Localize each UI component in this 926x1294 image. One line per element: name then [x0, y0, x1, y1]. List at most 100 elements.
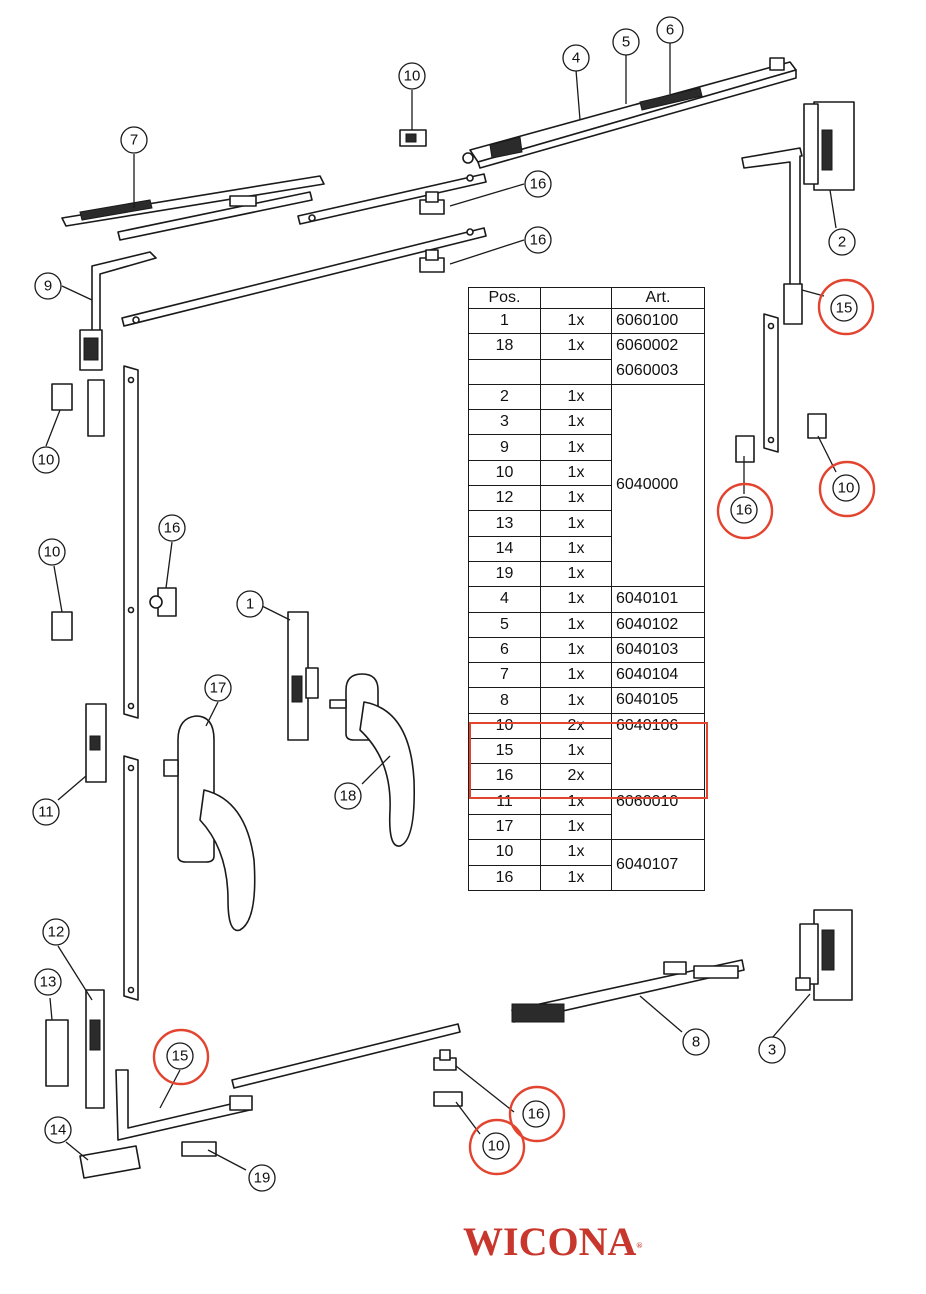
svg-text:5: 5	[622, 34, 630, 51]
header-art: Art.	[611, 287, 705, 309]
cell-pos: 10	[468, 712, 541, 740]
callout-10-left-a: 10	[32, 446, 60, 474]
svg-text:8: 8	[692, 1034, 700, 1051]
part-18-handle	[329, 673, 416, 847]
svg-text:3: 3	[768, 1042, 776, 1059]
cell-qty: 1x	[540, 434, 612, 461]
table-row: 8 1x 6040105	[468, 687, 705, 714]
cell-art: 6040105	[611, 687, 705, 714]
cell-pos: 2	[468, 383, 541, 411]
table-row: 10 1x 6040107	[468, 839, 705, 891]
part-14	[79, 1145, 141, 1179]
callout-16-left: 16	[158, 514, 186, 542]
cell-qty: 1x	[540, 383, 612, 411]
callout-12: 12	[42, 918, 70, 946]
svg-text:15: 15	[172, 1048, 189, 1065]
cell-art: 6060010	[611, 788, 705, 841]
article-number: 6040102	[616, 615, 679, 633]
cell-pos: 10	[468, 839, 541, 866]
highlight-ring-10-bottom	[468, 1118, 526, 1176]
bottom-corner-15	[115, 1069, 253, 1141]
highlight-rings	[152, 278, 876, 1176]
svg-text:10: 10	[404, 68, 421, 85]
callout-16-top-b: 16	[524, 226, 552, 254]
article-number: 6040106	[616, 716, 679, 734]
svg-text:16: 16	[528, 1106, 545, 1123]
cell-pos: 3	[468, 409, 541, 436]
part-16-top-a	[419, 191, 445, 215]
callout-3: 3	[758, 1036, 786, 1064]
cell-pos	[468, 358, 541, 385]
cell-qty: 1x	[540, 485, 612, 512]
cell-art: 6040106	[611, 712, 705, 790]
svg-text:1: 1	[246, 596, 254, 613]
callout-16-top-a: 16	[524, 170, 552, 198]
article-number: 6040105	[616, 691, 679, 709]
cell-qty: 1x	[540, 864, 612, 891]
part-3-hinge	[795, 909, 853, 1001]
svg-text:7: 7	[130, 132, 138, 149]
cell-pos: 11	[468, 788, 541, 815]
article-number: 6060100	[616, 312, 679, 329]
callout-7: 7	[120, 126, 148, 154]
bottom-long-bar	[231, 1023, 461, 1089]
cell-pos: 18	[468, 333, 541, 360]
cell-qty: 1x	[540, 813, 612, 841]
article-number: 6040103	[616, 640, 679, 658]
part-10-bottom	[433, 1091, 463, 1107]
callout-13: 13	[34, 968, 62, 996]
table-row: 2 1x 6040000	[468, 383, 705, 588]
long-bar	[121, 227, 487, 327]
cell-pos: 19	[468, 560, 541, 588]
vertical-bar-left-upper	[123, 365, 139, 719]
table-row: 18 1x 6060002 6060003	[468, 333, 705, 385]
part-8-bar	[511, 959, 745, 1023]
cell-qty: 1x	[540, 333, 612, 360]
svg-text:9: 9	[44, 278, 52, 295]
callout-8: 8	[682, 1028, 710, 1056]
part-16-right	[735, 435, 755, 463]
part-2-hinge	[803, 101, 855, 191]
cell-qty: 1x	[540, 459, 612, 487]
cell-qty: 1x	[540, 636, 612, 664]
vertical-bar-left-lower	[123, 755, 139, 1001]
svg-text:10: 10	[488, 1138, 505, 1155]
part-17-handle	[163, 715, 256, 932]
callout-16-right: 16	[730, 496, 758, 524]
cell-qty: 1x	[540, 687, 612, 714]
part-11	[85, 703, 107, 783]
cell-pos: 15	[468, 738, 541, 765]
svg-text:16: 16	[530, 232, 547, 249]
cell-qty: 1x	[540, 586, 612, 613]
cell-pos: 4	[468, 586, 541, 613]
cell-qty: 2x	[540, 712, 612, 740]
callout-18: 18	[334, 782, 362, 810]
cell-qty	[540, 358, 612, 385]
callout-15-bottom: 15	[166, 1042, 194, 1070]
cell-art: 6040104	[611, 662, 705, 689]
cell-art: 6040107	[611, 839, 705, 891]
callout-11: 11	[32, 798, 60, 826]
highlight-ring-10-right	[818, 460, 876, 518]
callout-10-left-b: 10	[38, 538, 66, 566]
article-number: 6060003	[616, 361, 679, 379]
table-row: 6 1x 6040103	[468, 636, 705, 664]
cell-pos: 10	[468, 459, 541, 487]
callout-19: 19	[248, 1164, 276, 1192]
top-rail-part-4-5-6	[462, 57, 797, 169]
part-12	[85, 989, 105, 1109]
svg-text:10: 10	[838, 480, 855, 497]
callout-6: 6	[656, 16, 684, 44]
callout-10-top: 10	[398, 62, 426, 90]
cell-pos: 17	[468, 813, 541, 841]
part-7-rod	[61, 175, 325, 241]
parts-list-table: Pos. Art. 1 1x 6060100 18 1x 6060002 606…	[468, 287, 705, 891]
callout-2: 2	[828, 228, 856, 256]
cell-art: 6040102	[611, 611, 705, 638]
